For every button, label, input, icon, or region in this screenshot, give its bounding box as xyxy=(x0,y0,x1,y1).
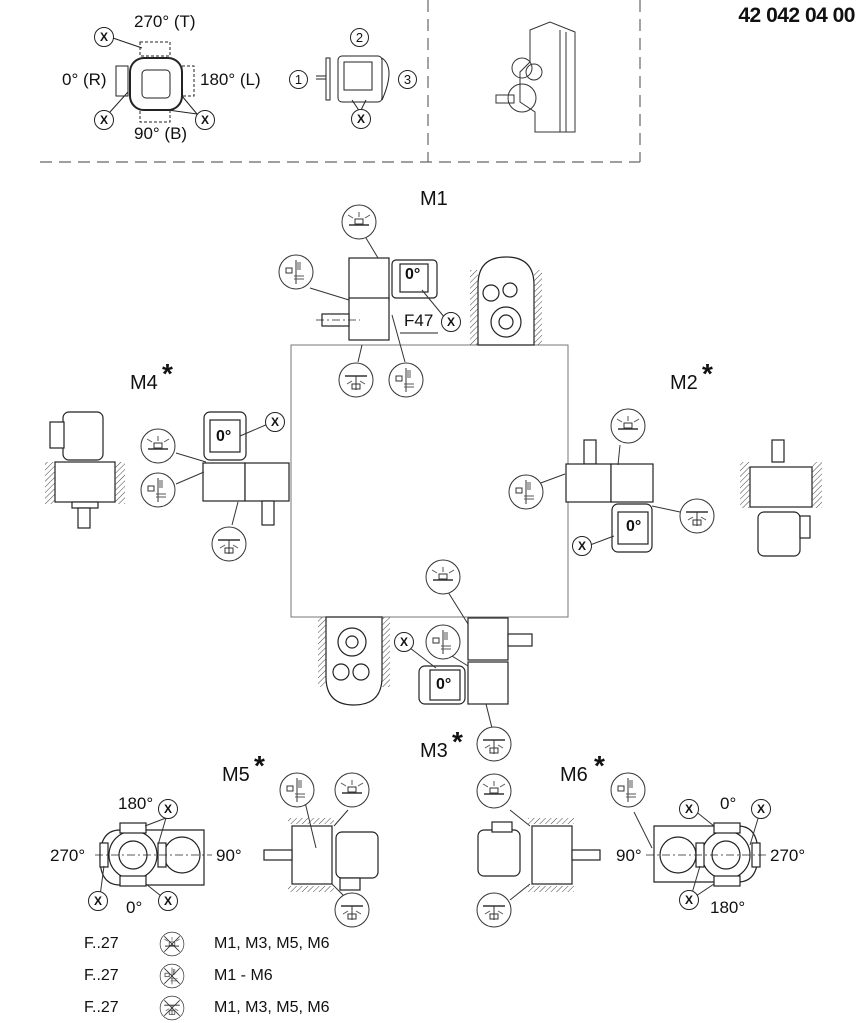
m2-star: * xyxy=(702,358,713,389)
marker-x: X xyxy=(751,799,771,819)
marker-x: X xyxy=(195,110,215,130)
m6-angle-180: 180° xyxy=(710,898,746,917)
marker-x: X xyxy=(158,799,178,819)
terminal-label-90: 90° (B) xyxy=(134,124,188,143)
m1-drain-icon xyxy=(338,362,374,398)
m5-angle-0: 0° xyxy=(126,898,143,917)
m2-breather-icon xyxy=(610,408,646,444)
legend-type: F..27 xyxy=(84,999,119,1016)
legend-type: F..27 xyxy=(84,967,119,984)
marker-x: X xyxy=(572,536,592,556)
m4-leaders xyxy=(175,423,269,526)
m6-drain-icon xyxy=(476,892,512,928)
marker-x: X xyxy=(158,891,178,911)
m2-gear-unit-front xyxy=(740,439,822,557)
m3-label: M3 xyxy=(420,740,448,762)
isometric-gear-unit xyxy=(495,21,576,133)
m6-breather-icon xyxy=(476,773,512,809)
m1-oil-level-icon xyxy=(278,254,314,290)
m5-gear-unit-end xyxy=(95,822,212,887)
m5-star: * xyxy=(254,750,265,781)
marker-x: X xyxy=(265,412,285,432)
m5-angle-90: 90° xyxy=(216,846,242,865)
m5-breather-icon xyxy=(334,772,370,808)
m1-oil-level-icon-2 xyxy=(388,362,424,398)
m4-gear-unit-side xyxy=(202,411,290,526)
legend-type: F..27 xyxy=(84,935,119,952)
terminal-box-diagram xyxy=(109,37,198,123)
m5-angle-270: 270° xyxy=(50,846,86,865)
cable-entry-3: 3 xyxy=(398,70,417,89)
marker-x: X xyxy=(441,312,461,332)
header-frame xyxy=(40,0,641,163)
terminal-label-270: 270° (T) xyxy=(134,12,196,31)
m4-oil-level-icon xyxy=(140,472,176,508)
m2-terminal-box: 0° xyxy=(626,518,642,535)
legend-positions: M1, M3, M5, M6 xyxy=(214,935,330,952)
m1-gear-unit xyxy=(316,256,542,346)
legend-positions: M1, M3, M5, M6 xyxy=(214,999,330,1016)
m4-drain-icon xyxy=(211,526,247,562)
marker-x: X xyxy=(394,632,414,652)
m5-drain-icon xyxy=(334,892,370,928)
legend-positions: M1 - M6 xyxy=(214,967,273,984)
m2-gear-unit-side xyxy=(565,439,654,553)
cable-entry-diagram xyxy=(316,55,390,113)
m4-breather-icon xyxy=(140,428,176,464)
m2-drain-icon xyxy=(679,498,715,534)
marker-x: X xyxy=(351,109,371,129)
m5-label: M5 xyxy=(222,764,250,786)
m3-gear-unit-front xyxy=(318,616,390,706)
marker-x: X xyxy=(94,27,114,47)
m6-gear-unit-side xyxy=(477,818,601,892)
m1-label: M1 xyxy=(420,188,448,210)
m6-gear-unit-end xyxy=(646,822,766,887)
m1-size-label: F47 xyxy=(404,311,434,330)
m1-breather-icon xyxy=(341,204,377,240)
m3-star: * xyxy=(452,726,463,757)
legend-row: F..27 M1 - M6 xyxy=(84,964,273,988)
cable-entry-1: 1 xyxy=(289,70,308,89)
m2-oil-level-icon xyxy=(508,474,544,510)
oil-level-crossed-icon xyxy=(164,963,190,989)
m3-gear-unit-side xyxy=(418,617,533,705)
m2-label: M2 xyxy=(670,372,698,394)
m3-leaders xyxy=(409,591,493,729)
m3-terminal-box: 0° xyxy=(436,676,452,693)
m4-label: M4 xyxy=(130,372,158,394)
legend-row: F..27 M1, M3, M5, M6 xyxy=(84,996,330,1020)
m3-breather-icon xyxy=(425,559,461,595)
terminal-label-0: 0° (R) xyxy=(62,70,107,89)
marker-x: X xyxy=(679,890,699,910)
m1-terminal-box: 0° xyxy=(405,266,421,283)
terminal-label-180: 180° (L) xyxy=(200,70,261,89)
marker-x: X xyxy=(679,799,699,819)
m6-angle-90: 90° xyxy=(616,846,642,865)
m2-leaders xyxy=(537,444,681,546)
m5-gear-unit-side xyxy=(263,818,379,892)
marker-x: X xyxy=(94,110,114,130)
m5-oil-level-icon xyxy=(279,772,315,808)
m6-angle-0: 0° xyxy=(720,794,737,813)
m1-leaders xyxy=(309,237,446,363)
m3-oil-level-icon xyxy=(425,624,461,660)
legend-row: F..27 M1, M3, M5, M6 xyxy=(84,932,330,956)
breather-crossed-icon xyxy=(164,931,190,957)
marker-x: X xyxy=(88,891,108,911)
m6-oil-level-icon xyxy=(610,772,646,808)
document-number: 42 042 04 00 xyxy=(738,4,855,27)
m4-gear-unit-front xyxy=(45,411,125,529)
m4-terminal-box: 0° xyxy=(216,428,232,445)
m3-drain-icon xyxy=(476,726,512,762)
m5-angle-180: 180° xyxy=(118,794,154,813)
m6-star: * xyxy=(594,750,605,781)
m6-angle-270: 270° xyxy=(770,846,806,865)
m4-star: * xyxy=(162,358,173,389)
drain-crossed-icon xyxy=(164,995,190,1021)
cable-entry-2: 2 xyxy=(350,28,369,47)
m6-label: M6 xyxy=(560,764,588,786)
